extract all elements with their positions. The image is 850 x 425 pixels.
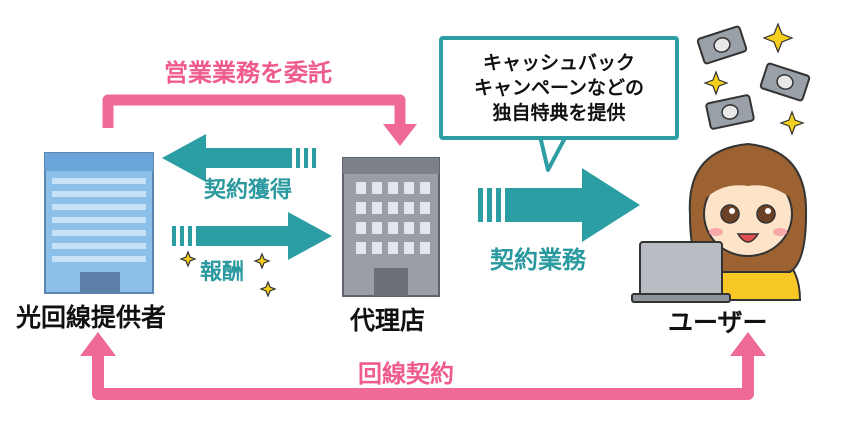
speech-bubble: キャッシュバック キャンペーンなどの 独自特典を提供 xyxy=(439,36,679,140)
user-avatar-icon xyxy=(688,142,808,301)
sparkle-icon xyxy=(179,22,805,298)
outsource-arrow xyxy=(102,94,417,146)
contract-work-label: 契約業務 xyxy=(490,246,586,274)
user-label: ユーザー xyxy=(668,308,768,337)
money-icon xyxy=(696,25,811,130)
bubble-line-3: 独自特典を提供 xyxy=(492,101,626,124)
reward-arrow xyxy=(172,212,332,260)
agency-building-icon xyxy=(342,157,440,297)
bubble-line-1: キャッシュバック xyxy=(482,51,635,74)
contract-acquisition-arrow xyxy=(162,134,316,182)
reward-label: 報酬 xyxy=(200,260,245,285)
laptop-icon xyxy=(631,241,731,303)
bubble-tail xyxy=(538,134,568,172)
provider-building-icon xyxy=(44,152,154,294)
line-contract-arrow xyxy=(80,332,766,400)
outsource-label: 営業業務を委託 xyxy=(164,59,332,87)
line-contract-label: 回線契約 xyxy=(358,360,454,388)
contract-acquisition-label: 契約獲得 xyxy=(204,178,293,203)
contract-work-arrow xyxy=(478,168,640,242)
agency-label: 代理店 xyxy=(350,306,426,335)
provider-label: 光回線提供者 xyxy=(16,303,167,332)
bubble-line-2: キャンペーンなどの xyxy=(473,76,645,99)
